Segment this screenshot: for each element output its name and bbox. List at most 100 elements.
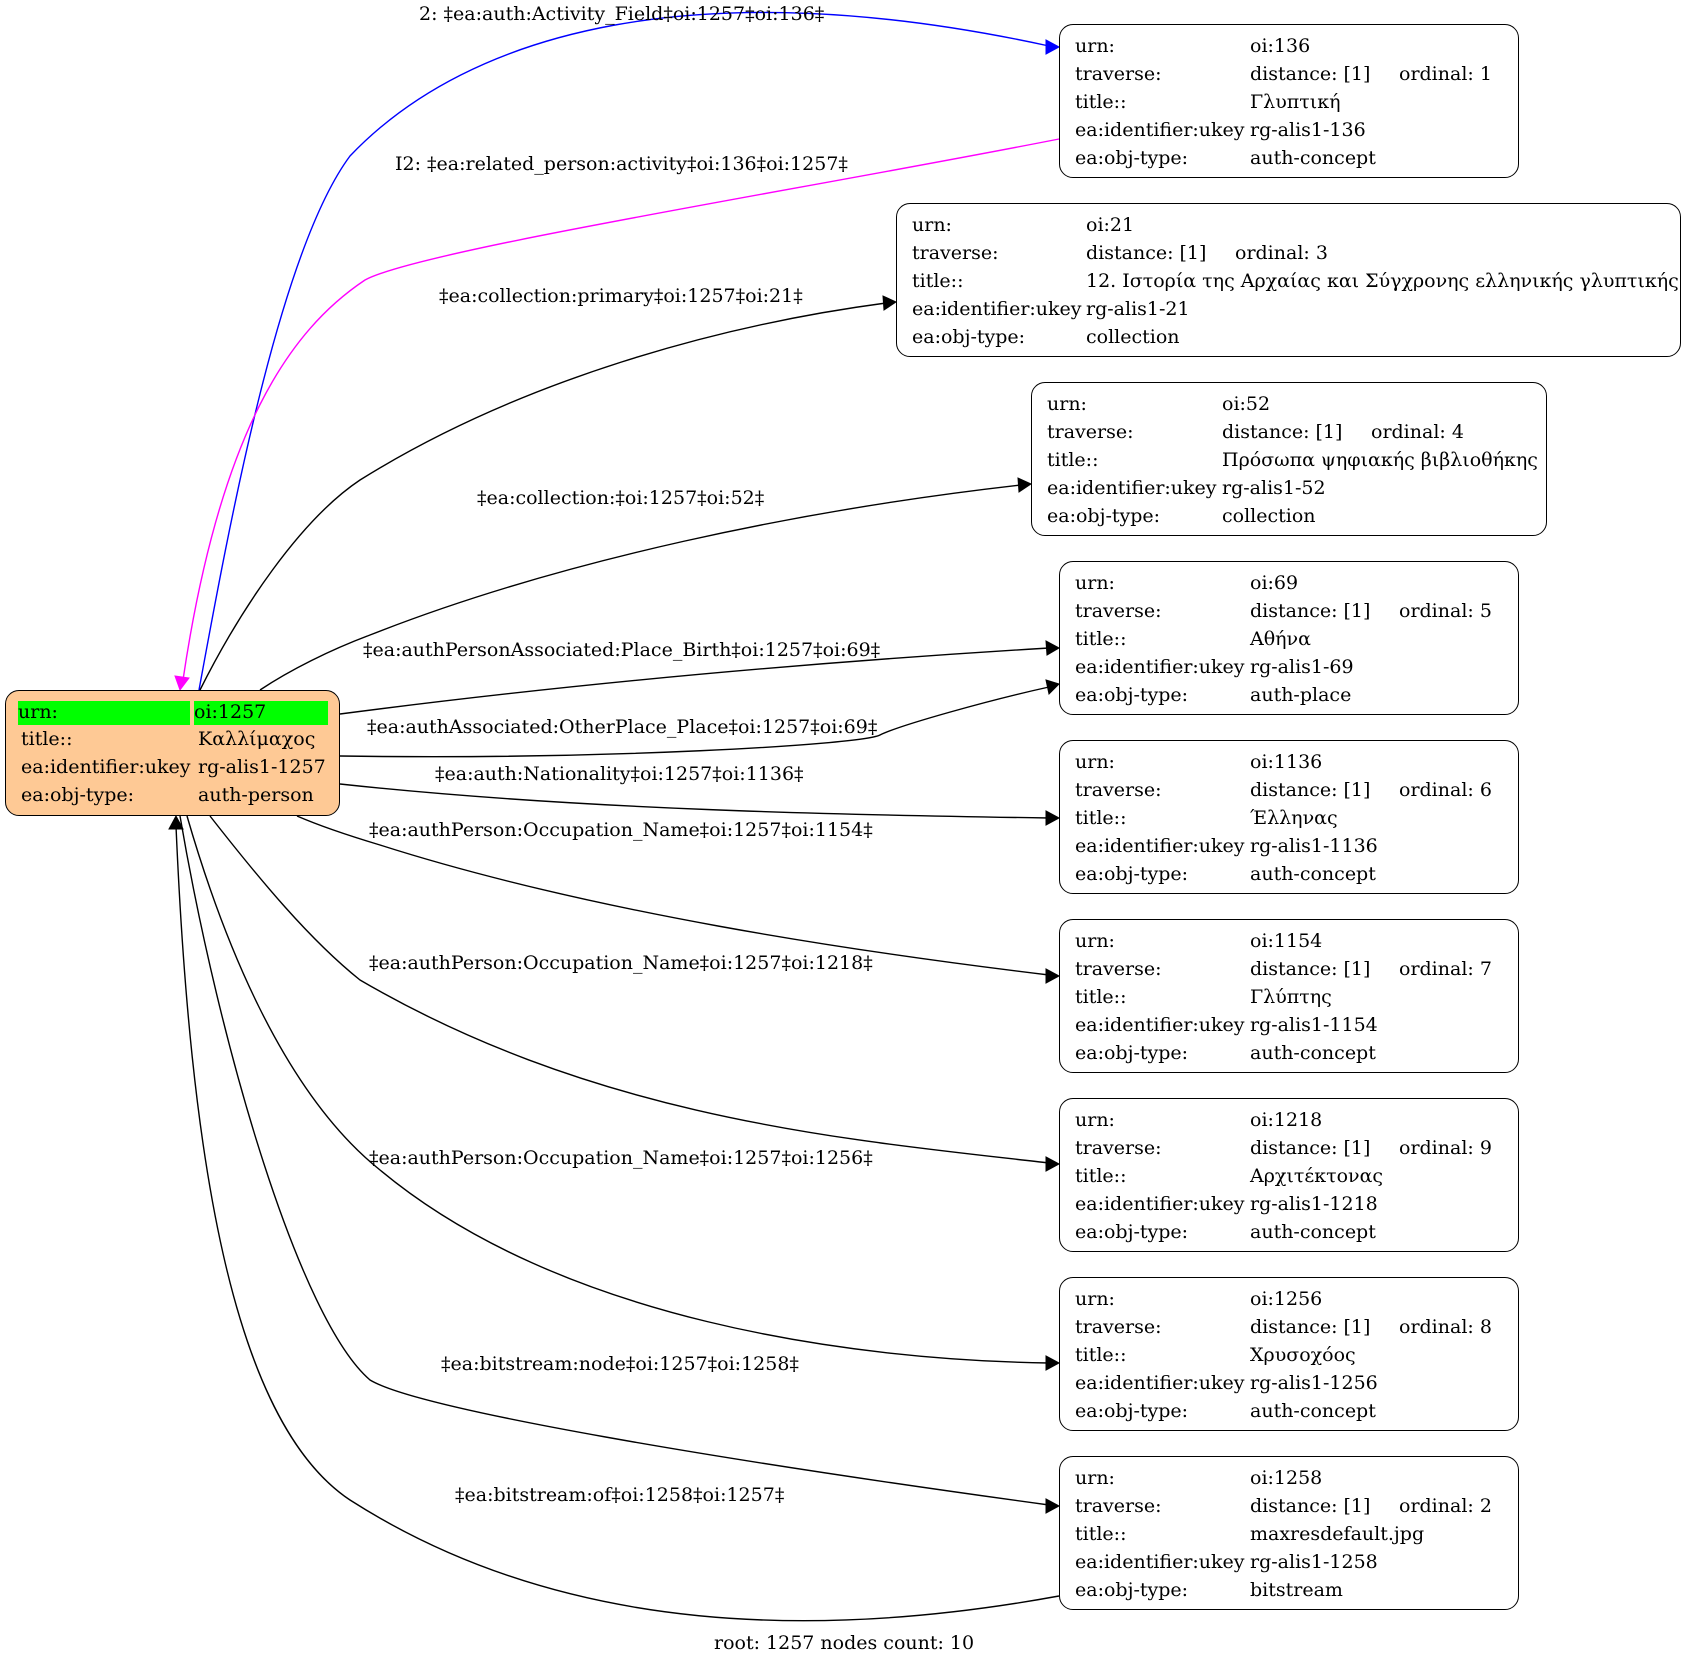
node-ordinal: ordinal: 6 — [1399, 779, 1492, 801]
node-ukey-value: rg-alis1-52 — [1222, 477, 1326, 499]
node-distance: distance: [1] — [1086, 242, 1207, 264]
node-ukey-value: rg-alis1-1154 — [1250, 1014, 1378, 1036]
root-type-value: auth-person — [198, 784, 314, 806]
node-oi-52[interactable]: urn: oi:52 traverse: distance: [1] ordin… — [1031, 382, 1547, 536]
edge-label-occupation-1218: ‡ea:authPerson:Occupation_Name‡oi:1257‡o… — [369, 952, 873, 974]
node-distance: distance: [1] — [1250, 1137, 1371, 1159]
node-distance: distance: [1] — [1250, 1495, 1371, 1517]
node-type-value: auth-concept — [1250, 147, 1376, 169]
node-ukey-label: ea:identifier:ukey — [912, 298, 1082, 320]
node-type-value: auth-concept — [1250, 1042, 1376, 1064]
node-title-label: title:: — [1075, 91, 1127, 113]
node-type-label: ea:obj-type: — [1075, 1042, 1189, 1064]
node-type-value: auth-concept — [1250, 1221, 1376, 1243]
node-traverse-label: traverse: — [1075, 1495, 1162, 1517]
edge-line-10 — [179, 815, 1050, 1506]
node-ukey-label: ea:identifier:ukey — [1075, 1014, 1245, 1036]
edge-label-bitstream-node: ‡ea:bitstream:node‡oi:1257‡oi:1258‡ — [441, 1353, 799, 1375]
node-urn-label: urn: — [1075, 930, 1115, 952]
root-urn-label: urn: — [18, 701, 58, 723]
node-oi-136[interactable]: urn: oi:136 traverse: distance: [1] ordi… — [1059, 24, 1519, 178]
node-ordinal: ordinal: 2 — [1399, 1495, 1492, 1517]
node-title-label: title:: — [1075, 986, 1127, 1008]
node-urn-value: oi:1154 — [1250, 930, 1323, 952]
node-type-label: ea:obj-type: — [1075, 863, 1189, 885]
node-ukey-label: ea:identifier:ukey — [1075, 1193, 1245, 1215]
edge-arrowhead-5 — [1045, 679, 1060, 696]
edge-line-0 — [198, 11, 1050, 691]
node-traverse-label: traverse: — [1047, 421, 1134, 443]
edge-line-9 — [186, 815, 1050, 1364]
edge-arrowhead-10 — [1045, 1498, 1061, 1514]
edge-label-bitstream-of: ‡ea:bitstream:of‡oi:1258‡oi:1257‡ — [455, 1484, 785, 1506]
node-traverse-label: traverse: — [1075, 63, 1162, 85]
node-type-label: ea:obj-type: — [912, 326, 1026, 348]
node-type-value: collection — [1086, 326, 1180, 348]
node-distance: distance: [1] — [1250, 779, 1371, 801]
node-ordinal: ordinal: 5 — [1399, 600, 1492, 622]
node-urn-label: urn: — [1075, 572, 1115, 594]
node-ukey-value: rg-alis1-69 — [1250, 656, 1354, 678]
edge-arrowhead-8 — [1045, 1156, 1061, 1172]
node-title-label: title:: — [1047, 449, 1099, 471]
edge-label-collection-primary: ‡ea:collection:primary‡oi:1257‡oi:21‡ — [439, 285, 803, 307]
node-oi-1218[interactable]: urn: oi:1218 traverse: distance: [1] ord… — [1059, 1098, 1519, 1252]
node-oi-1256[interactable]: urn: oi:1256 traverse: distance: [1] ord… — [1059, 1277, 1519, 1431]
edge-label-collection: ‡ea:collection:‡oi:1257‡oi:52‡ — [477, 487, 765, 509]
node-title-label: title:: — [912, 270, 964, 292]
node-type-value: collection — [1222, 505, 1316, 527]
edge-line-6 — [339, 783, 1050, 819]
root-title-value: Καλλίμαχος — [198, 728, 316, 750]
node-distance: distance: [1] — [1250, 1316, 1371, 1338]
node-ordinal: ordinal: 8 — [1399, 1316, 1492, 1338]
edge-label-nationality: ‡ea:auth:Nationality‡oi:1257‡oi:1136‡ — [435, 763, 804, 785]
node-oi-69[interactable]: urn: oi:69 traverse: distance: [1] ordin… — [1059, 561, 1519, 715]
root-type-label: ea:obj-type: — [21, 784, 135, 806]
node-title-value: Πρόσωπα ψηφιακής βιβλιοθήκης — [1222, 449, 1538, 471]
node-oi-21[interactable]: urn: oi:21 traverse: distance: [1] ordin… — [896, 203, 1681, 357]
node-urn-label: urn: — [1075, 1467, 1115, 1489]
node-ordinal: ordinal: 4 — [1371, 421, 1464, 443]
node-type-label: ea:obj-type: — [1075, 1579, 1189, 1601]
node-title-value: Γλυπτική — [1250, 91, 1341, 113]
edge-arrowhead-7 — [1045, 968, 1061, 984]
node-title-label: title:: — [1075, 628, 1127, 650]
node-title-label: title:: — [1075, 1344, 1127, 1366]
edge-line-3 — [259, 484, 1022, 691]
node-ukey-value: rg-alis1-1136 — [1250, 835, 1378, 857]
node-title-label: title:: — [1075, 807, 1127, 829]
node-urn-label: urn: — [912, 214, 952, 236]
node-distance: distance: [1] — [1250, 600, 1371, 622]
node-urn-value: oi:1258 — [1250, 1467, 1323, 1489]
node-oi-1136[interactable]: urn: oi:1136 traverse: distance: [1] ord… — [1059, 740, 1519, 894]
node-urn-label: urn: — [1075, 1288, 1115, 1310]
node-title-label: title:: — [1075, 1523, 1127, 1545]
root-ukey-label: ea:identifier:ukey — [21, 756, 191, 778]
node-title-value: Έλληνας — [1250, 807, 1338, 829]
edge-label-occupation-1154: ‡ea:authPerson:Occupation_Name‡oi:1257‡o… — [369, 819, 873, 841]
node-oi-1154[interactable]: urn: oi:1154 traverse: distance: [1] ord… — [1059, 919, 1519, 1073]
node-ukey-label: ea:identifier:ukey — [1075, 835, 1245, 857]
graph-footer: root: 1257 nodes count: 10 — [714, 1632, 975, 1654]
edge-arrowhead-3 — [1017, 477, 1033, 493]
edge-arrowhead-11 — [168, 814, 184, 830]
node-urn-value: oi:1256 — [1250, 1288, 1323, 1310]
edge-label-other-place: ‡ea:authAssociated:OtherPlace_Place‡oi:1… — [367, 716, 878, 738]
node-urn-value: oi:1136 — [1250, 751, 1323, 773]
node-traverse-label: traverse: — [1075, 1137, 1162, 1159]
edge-line-4 — [339, 647, 1050, 715]
node-oi-1258[interactable]: urn: oi:1258 traverse: distance: [1] ord… — [1059, 1456, 1519, 1610]
root-ukey-value: rg-alis1-1257 — [198, 756, 326, 778]
root-node[interactable]: urn: oi:1257 title:: Καλλίμαχος ea:ident… — [5, 690, 340, 816]
node-urn-label: urn: — [1047, 393, 1087, 415]
node-urn-value: oi:69 — [1250, 572, 1299, 594]
edge-line-1 — [182, 138, 1060, 681]
edge-line-11 — [175, 825, 1060, 1622]
root-urn-value-cell: oi:1257 — [194, 701, 328, 725]
node-title-value: Αρχιτέκτονας — [1250, 1165, 1384, 1187]
node-ukey-value: rg-alis1-1258 — [1250, 1551, 1378, 1573]
edge-label-activity-field: 2: ‡ea:auth:Activity_Field‡oi:1257‡oi:13… — [419, 3, 825, 25]
node-title-label: title:: — [1075, 1165, 1127, 1187]
node-title-value: Χρυσοχόος — [1250, 1344, 1356, 1366]
